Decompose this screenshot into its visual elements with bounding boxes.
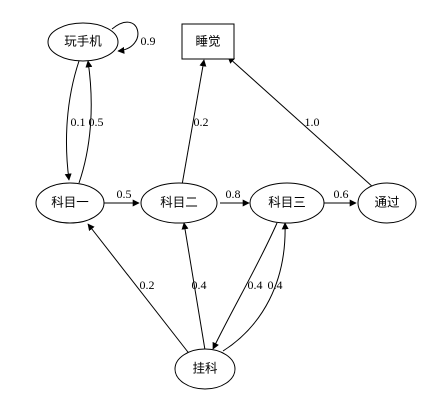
edge-label-fail-to-s1: 0.2 [140,278,155,292]
edge-label-fail-to-s2: 0.4 [192,278,207,292]
edge-pass-to-sleep [227,56,375,189]
node-pass: 通过 [357,182,417,224]
edge-label-pass-to-sleep: 1.0 [305,115,320,129]
edge-play-phone-to-subject1 [64,60,80,181]
node-fail: 挂科 [174,348,236,390]
edge-fail-to-subject2 [181,222,206,351]
edge-play-phone-self-loop [111,21,139,54]
node-play-phone-label: 玩手机 [64,34,102,49]
edge-subject1-to-play-phone [78,60,93,184]
edge-fail-to-subject3 [222,222,289,352]
edge-label-s3-to-fail: 0.4 [248,278,263,292]
edge-subject3-to-fail [212,222,278,350]
edge-label-s1-to-play: 0.5 [89,115,104,129]
node-play-phone: 玩手机 [47,22,119,62]
node-subject1-label: 科目一 [51,195,89,210]
node-fail-label: 挂科 [192,361,218,376]
edge-label-play-self: 0.9 [141,34,156,48]
node-subject3: 科目三 [249,182,325,224]
edge-fail-to-subject1 [87,223,192,357]
node-pass-label: 通过 [374,195,400,210]
node-sleep: 睡觉 [181,23,235,60]
edge-label-fail-to-s3: 0.4 [268,278,283,292]
edge-label-s2-to-sleep: 0.2 [194,115,209,129]
edge-label-s1-to-s2: 0.5 [117,187,132,201]
edge-subject2-to-sleep [181,59,207,186]
edge-label-s2-to-s3: 0.8 [226,187,241,201]
node-subject3-label: 科目三 [268,195,306,210]
node-subject2-label: 科目二 [160,195,198,210]
node-subject1: 科目一 [35,182,105,224]
edge-label-play-to-s1: 0.1 [71,115,86,129]
node-subject2: 科目二 [140,182,218,224]
node-sleep-label: 睡觉 [195,34,220,49]
edge-label-s3-to-pass: 0.6 [334,187,349,201]
